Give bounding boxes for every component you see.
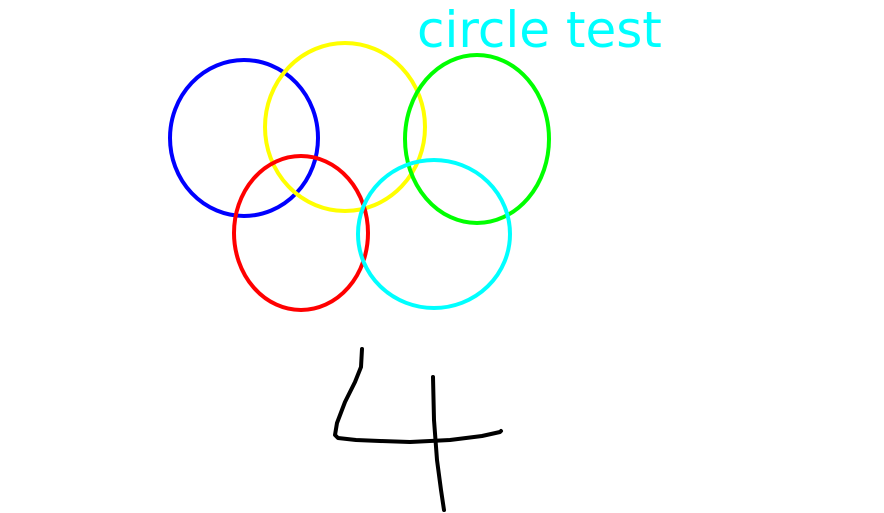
yellow-ring bbox=[263, 41, 427, 213]
cyan-ring bbox=[356, 158, 512, 310]
red-ring bbox=[232, 154, 370, 312]
handwritten-four bbox=[333, 347, 503, 512]
blue-ring bbox=[168, 58, 320, 218]
caption-text: circle test bbox=[417, 1, 662, 59]
green-ring bbox=[403, 53, 551, 225]
